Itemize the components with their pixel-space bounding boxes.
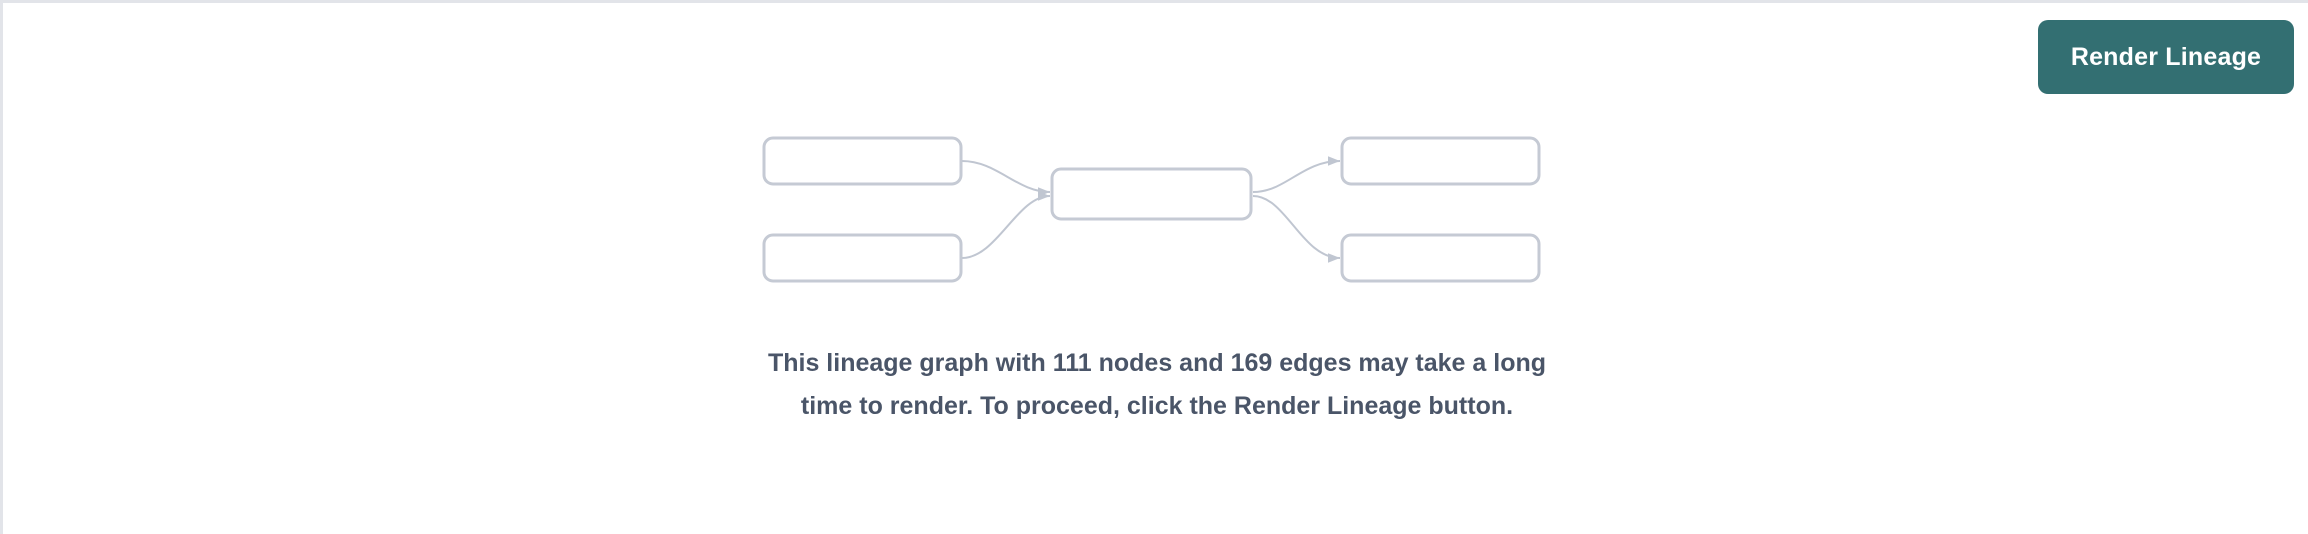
lineage-node-upstream-1 — [762, 136, 963, 186]
lineage-node-upstream-2 — [762, 233, 963, 283]
lineage-warning-message: This lineage graph with 111 nodes and 16… — [767, 349, 1547, 420]
lineage-nodes — [762, 136, 1541, 283]
lineage-node-downstream-1 — [1340, 136, 1541, 186]
edge-center-to-downstream-1 — [1252, 156, 1341, 193]
edge-upstream-1-to-center — [961, 160, 1051, 197]
lineage-graph-illustration — [762, 136, 1541, 283]
render-lineage-button[interactable]: Render Lineage — [2038, 20, 2294, 94]
lineage-empty-state: This lineage graph with 111 nodes and 16… — [3, 3, 2308, 534]
edge-center-to-downstream-2 — [1252, 195, 1341, 263]
lineage-node-downstream-2 — [1340, 233, 1541, 283]
lineage-edges — [961, 156, 1341, 263]
lineage-node-center-1 — [1050, 167, 1253, 221]
edge-upstream-2-to-center — [961, 191, 1051, 259]
